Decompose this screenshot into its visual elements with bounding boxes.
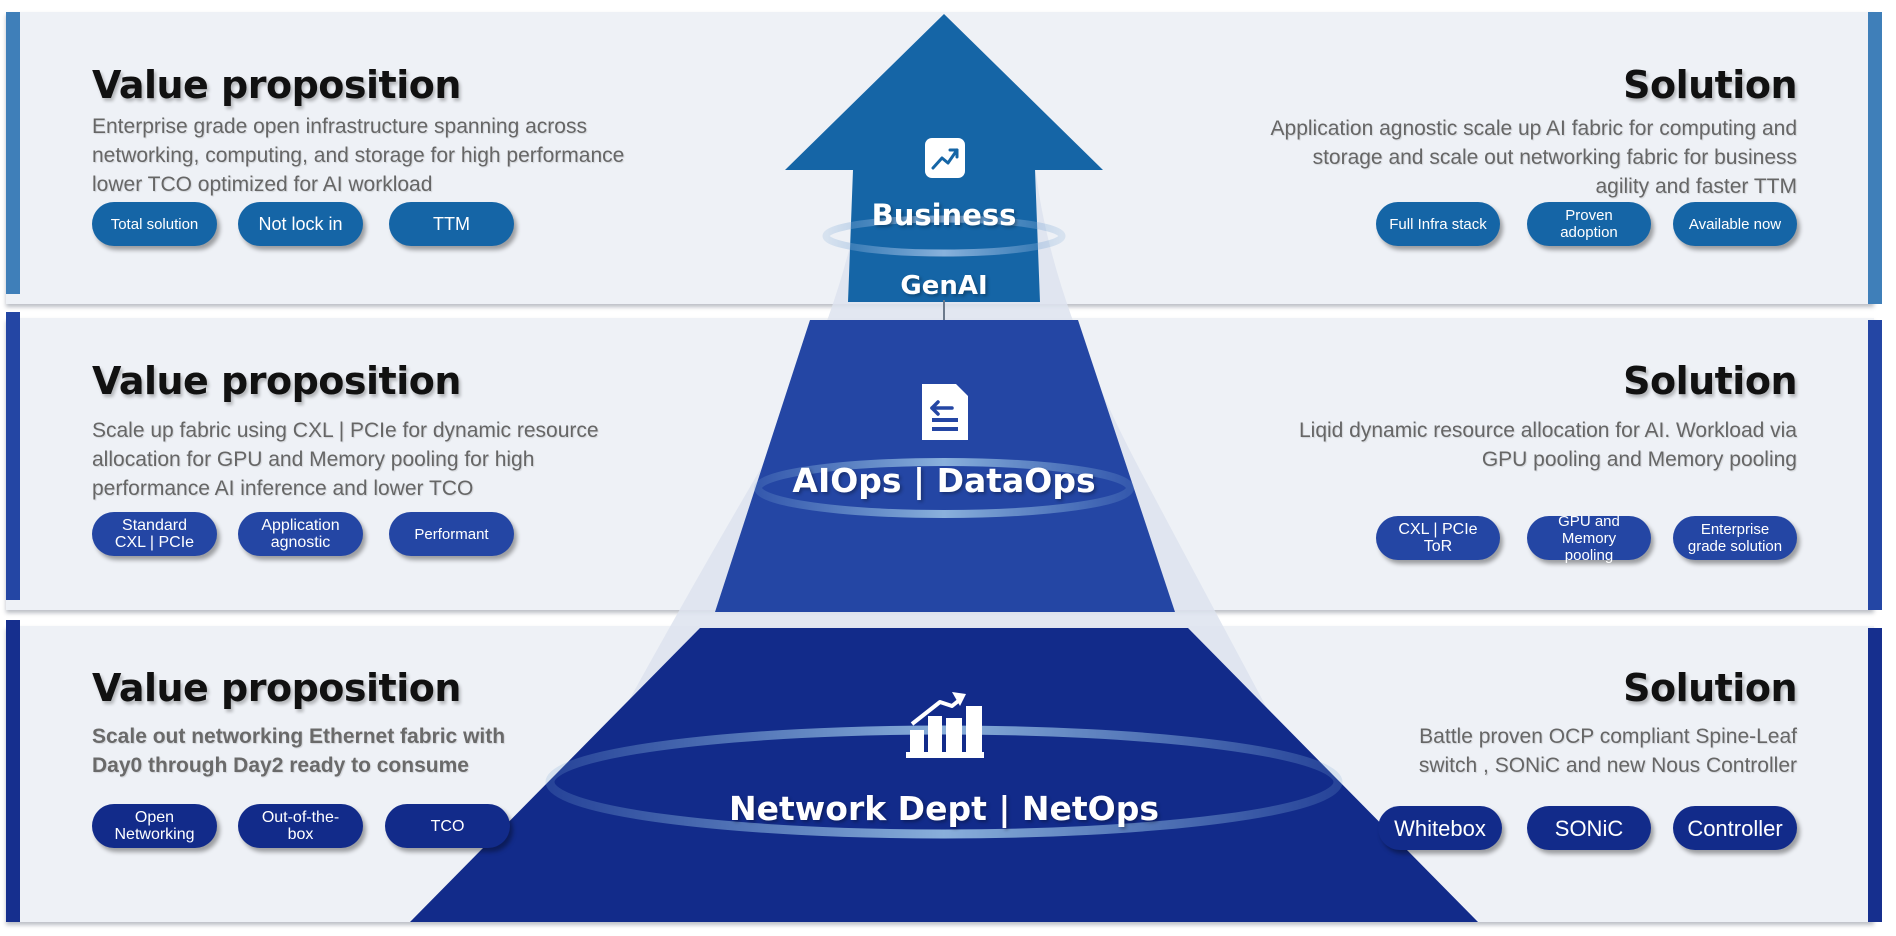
tier-3-ring: [545, 725, 1343, 839]
tier-2-center-label: AIOps | DataOps: [792, 461, 1096, 500]
tier-3-solution-title: Solution: [1623, 666, 1797, 710]
sonic-pill: SONiC: [1527, 806, 1651, 850]
tier-2-value-description: Scale up fabric using CXL | PCIe for dyn…: [92, 419, 599, 500]
tier-1-left-accent: [6, 12, 20, 294]
growth-bars-icon: [906, 692, 984, 758]
trend-up-icon: [925, 138, 965, 178]
tier-3-value-description: Scale out networking Ethernet fabric wit…: [92, 725, 506, 777]
tier-1-ring: [822, 215, 1066, 257]
tier-2-solution-description: Liqid dynamic resource allocation for AI…: [1298, 419, 1797, 471]
tier-2-left-accent: [6, 312, 20, 600]
tier-1-center-sublabel: GenAI: [900, 271, 988, 301]
total-solution-pill: Total solution: [92, 202, 217, 246]
available-now-pill: Available now: [1673, 202, 1797, 246]
whitebox-pill: Whitebox: [1378, 806, 1502, 850]
tier-3-center-label: Network Dept | NetOps: [729, 789, 1159, 828]
controller-pill: Controller: [1673, 806, 1797, 850]
tier-1-right-accent: [1868, 12, 1882, 304]
tier-2-value-title: Value proposition: [92, 359, 461, 403]
tier-3-left-accent: [6, 620, 20, 922]
document-arrow-icon: [922, 384, 968, 440]
tier-2-solution-title: Solution: [1623, 359, 1797, 403]
tier-1-center-label: Business: [871, 198, 1017, 232]
tco-pill: TCO: [385, 804, 510, 848]
not-lock-in-pill: Not lock in: [238, 202, 363, 246]
full-infra-stack-pill: Full Infra stack: [1376, 202, 1500, 246]
performant-pill: Performant: [389, 512, 514, 556]
tier-3-value-title: Value proposition: [92, 666, 461, 710]
tier-3-solution-description: Battle proven OCP compliant Spine-Leaf s…: [1418, 725, 1797, 777]
tier-1-solution-title: Solution: [1623, 63, 1797, 107]
tier-1-solution-description: Application agnostic scale up AI fabric …: [1270, 117, 1797, 198]
tier-1-value-description: Enterprise grade open infrastructure spa…: [92, 115, 625, 196]
tier-3-trapezoid: [410, 628, 1478, 922]
ttm-pill: TTM: [389, 202, 514, 246]
tier-2-ring: [754, 458, 1134, 518]
tier-3-right-accent: [1868, 628, 1882, 922]
tier-1-value-title: Value proposition: [92, 63, 461, 107]
tier-2-right-accent: [1868, 320, 1882, 610]
out-of-the-box-pill: Out-of-the-box: [238, 804, 363, 848]
